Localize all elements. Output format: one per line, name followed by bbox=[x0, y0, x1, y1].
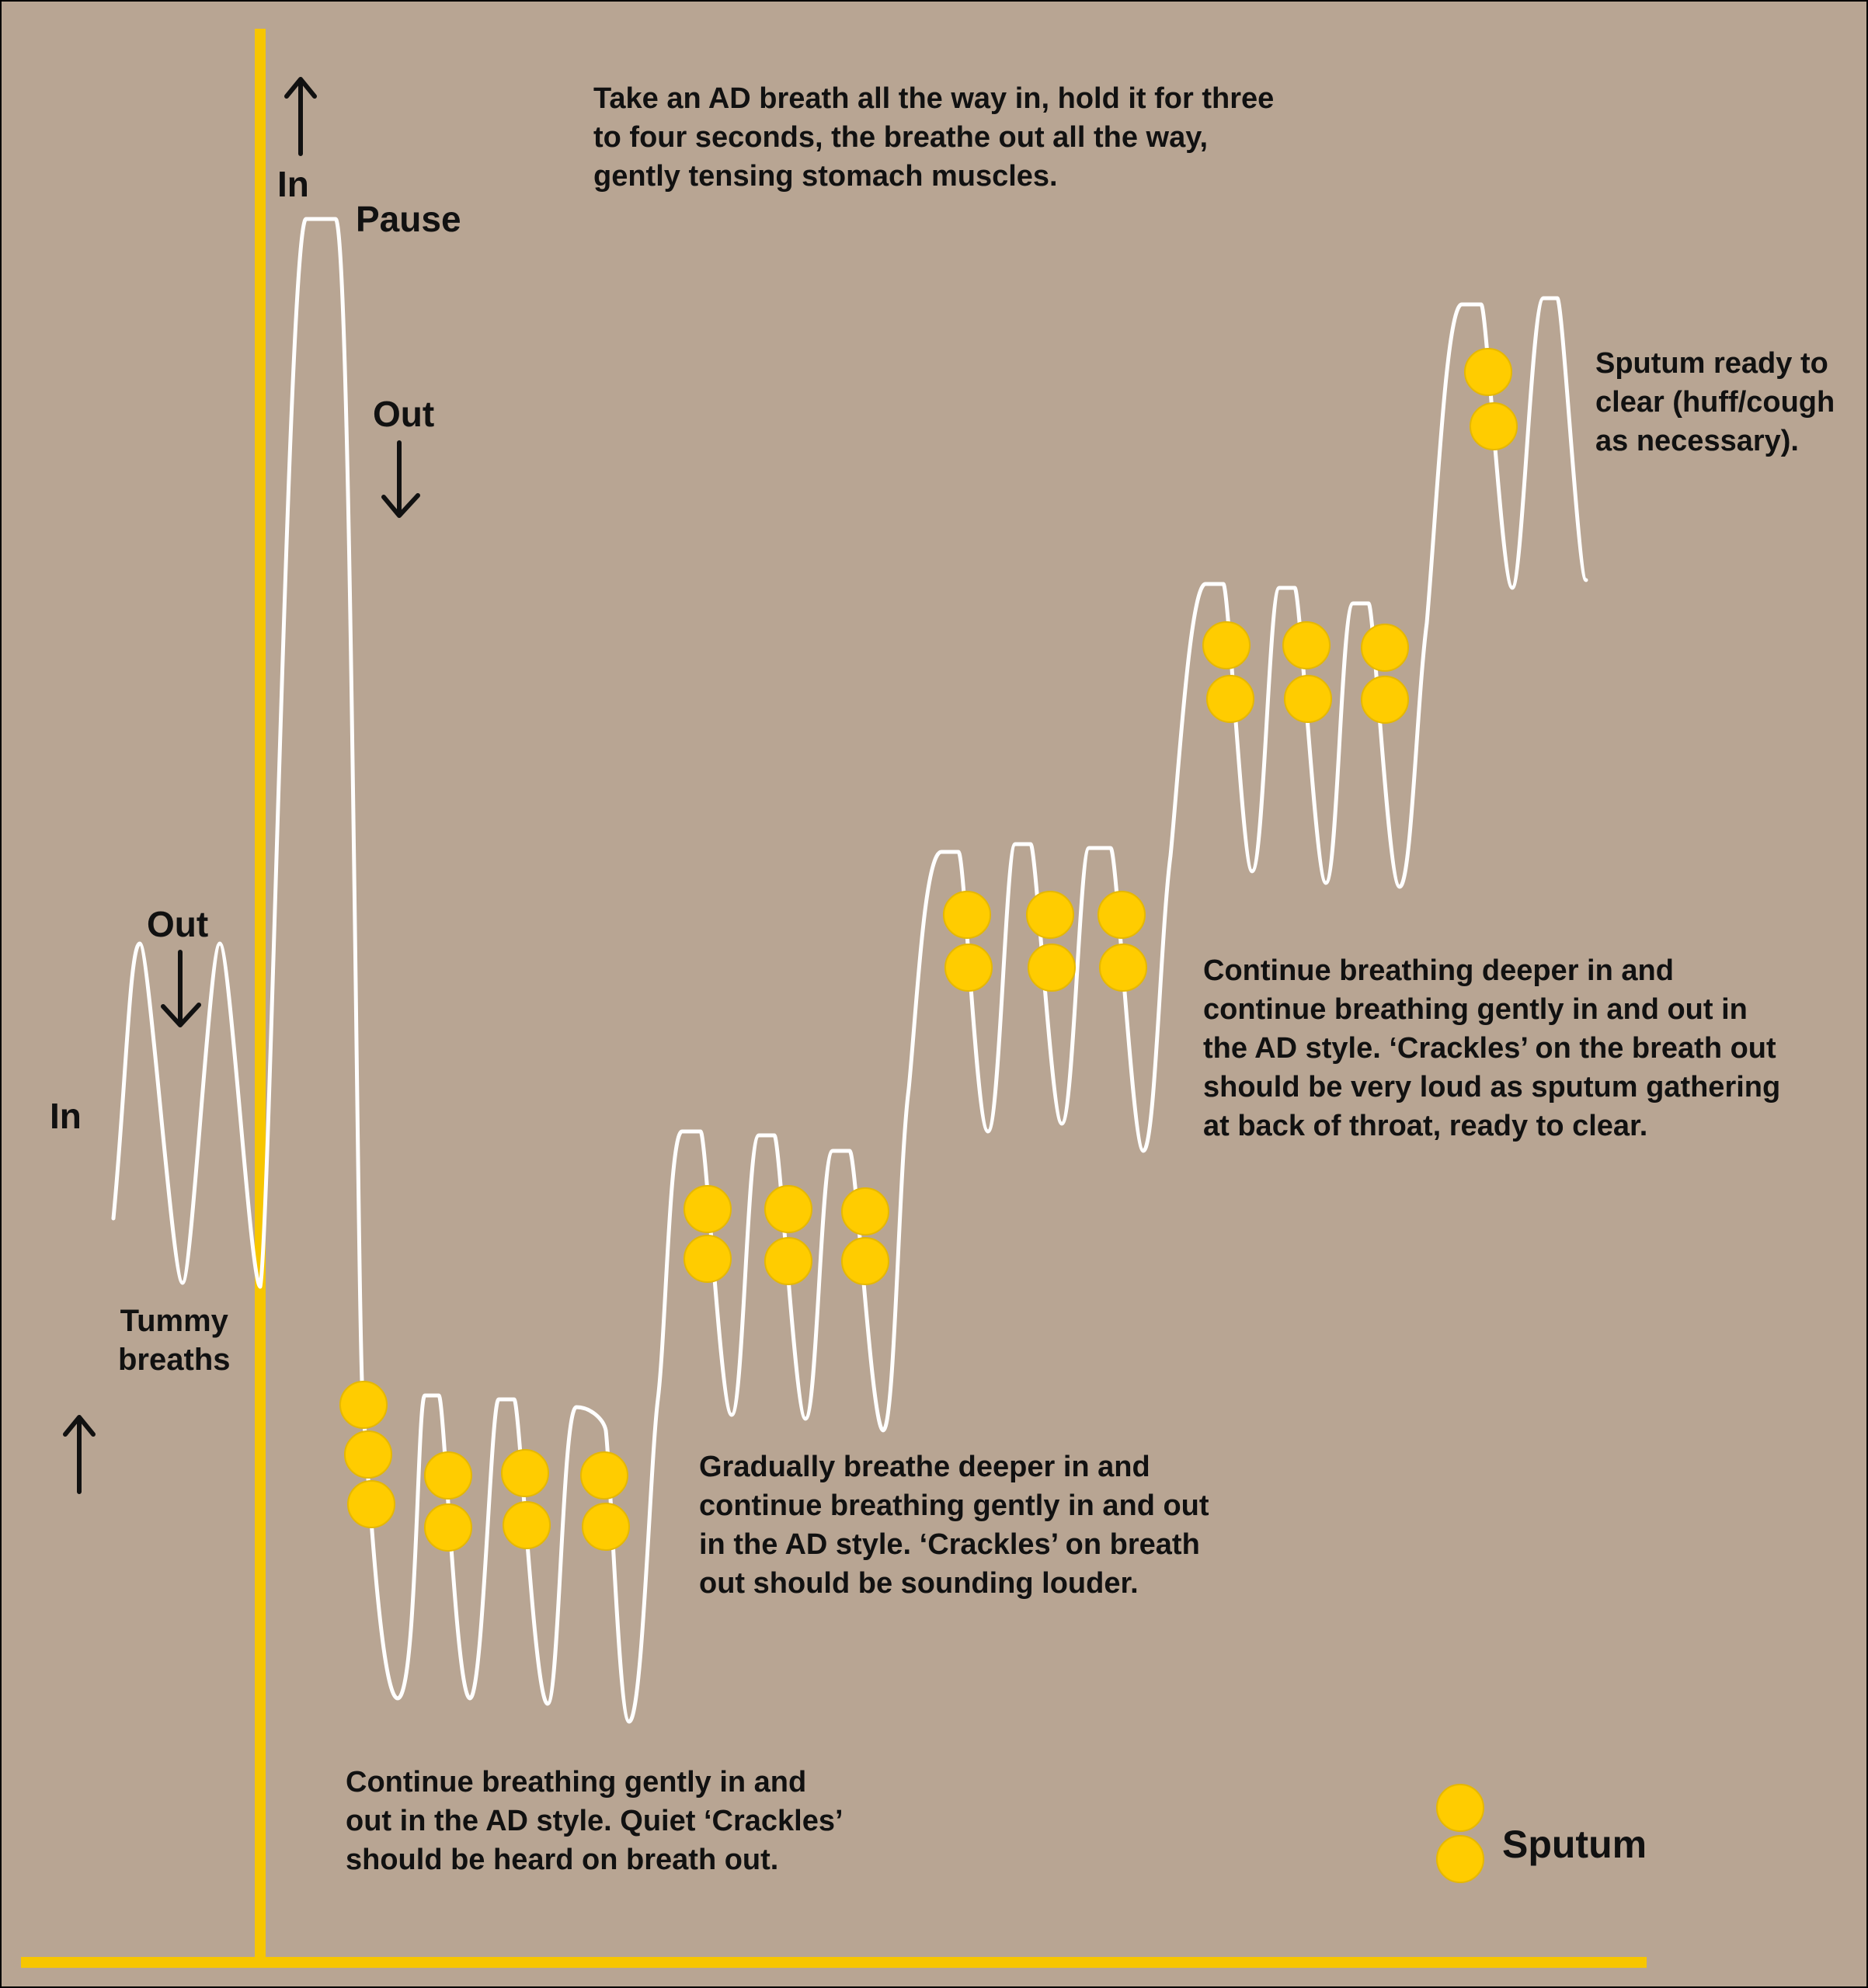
note-line: should be heard on breath out. bbox=[346, 1844, 779, 1876]
note-line: at back of throat, ready to clear. bbox=[1203, 1110, 1648, 1142]
sputum-icon bbox=[684, 1185, 732, 1233]
note-line: as necessary). bbox=[1595, 425, 1799, 457]
sputum-icon bbox=[344, 1430, 392, 1479]
note-line: out in the AD style. Quiet ‘Crackles’ bbox=[346, 1805, 844, 1837]
sputum-icon bbox=[1097, 891, 1146, 939]
sputum-icon bbox=[944, 944, 993, 992]
legend-sputum-label: Sputum bbox=[1502, 1823, 1647, 1866]
sputum-icon bbox=[684, 1235, 732, 1283]
sputum-icon bbox=[1470, 402, 1518, 450]
sputum-icon bbox=[1282, 621, 1331, 669]
legend-sputum-icon bbox=[1436, 1835, 1484, 1883]
sputum-icon bbox=[339, 1381, 388, 1429]
sputum-icon bbox=[1206, 675, 1254, 723]
sputum-icon bbox=[764, 1237, 812, 1285]
note-line: should be very loud as sputum gathering bbox=[1203, 1071, 1781, 1103]
pause-label: Pause bbox=[356, 199, 461, 239]
note-gradually: Gradually breathe deeper in and continue… bbox=[699, 1448, 1209, 1603]
sputum-icon bbox=[582, 1503, 630, 1551]
note-line: Take an AD breath all the way in, hold i… bbox=[593, 82, 1275, 115]
tummy-breaths-label: Tummy breaths bbox=[118, 1302, 231, 1379]
sputum-icon bbox=[347, 1480, 395, 1528]
out-label-right: Out bbox=[373, 394, 435, 434]
up-arrow-icon bbox=[63, 1415, 96, 1494]
tummy-breaths-line: breaths bbox=[118, 1343, 231, 1377]
down-arrow-icon bbox=[381, 440, 420, 518]
sputum-icon bbox=[1361, 624, 1409, 672]
note-line: in the AD style. ‘Crackles’ on breath bbox=[699, 1528, 1200, 1561]
note-line: continue breathing gently in and out in bbox=[1203, 993, 1748, 1026]
sputum-icon bbox=[503, 1501, 551, 1549]
tummy-breaths-line: Tummy bbox=[120, 1304, 228, 1338]
note-line: continue breathing gently in and out bbox=[699, 1489, 1209, 1522]
note-line: Continue breathing deeper in and bbox=[1203, 954, 1674, 987]
sputum-icon bbox=[1464, 348, 1512, 396]
sputum-icon bbox=[501, 1449, 549, 1497]
in-label-top: In bbox=[277, 164, 309, 204]
note-line: Continue breathing gently in and bbox=[346, 1766, 807, 1799]
sputum-icon bbox=[424, 1503, 472, 1552]
sputum-icon bbox=[1099, 944, 1147, 992]
sputum-icon bbox=[424, 1451, 472, 1500]
note-line: gently tensing stomach muscles. bbox=[593, 160, 1058, 193]
note-line: clear (huff/cough bbox=[1595, 386, 1835, 419]
note-ad-breath: Take an AD breath all the way in, hold i… bbox=[593, 79, 1274, 196]
note-line: Gradually breathe deeper in and bbox=[699, 1451, 1150, 1483]
sputum-icon bbox=[1028, 944, 1076, 992]
sputum-icon bbox=[1361, 676, 1409, 724]
legend-sputum-icon bbox=[1436, 1784, 1484, 1832]
sputum-icon bbox=[1202, 621, 1251, 669]
note-line: Sputum ready to bbox=[1595, 347, 1828, 380]
note-deeper-loud: Continue breathing deeper in and continu… bbox=[1203, 951, 1780, 1145]
note-line: to four seconds, the breathe out all the… bbox=[593, 121, 1209, 154]
in-label-left: In bbox=[50, 1096, 82, 1136]
note-line: out should be sounding louder. bbox=[699, 1567, 1139, 1600]
sputum-icon bbox=[764, 1185, 812, 1233]
sputum-icon bbox=[1284, 675, 1332, 723]
sputum-icon bbox=[841, 1237, 889, 1285]
sputum-icon bbox=[943, 891, 991, 939]
out-label-left: Out bbox=[147, 904, 209, 944]
note-sputum-ready: Sputum ready to clear (huff/cough as nec… bbox=[1595, 344, 1835, 461]
up-arrow-icon bbox=[284, 77, 317, 156]
note-line: the AD style. ‘Crackles’ on the breath o… bbox=[1203, 1032, 1776, 1065]
sputum-icon bbox=[841, 1187, 889, 1236]
note-quiet-crackles: Continue breathing gently in and out in … bbox=[346, 1763, 844, 1879]
down-arrow-icon bbox=[161, 950, 201, 1027]
sputum-icon bbox=[580, 1451, 628, 1500]
breathing-trace bbox=[111, 217, 1588, 1724]
sputum-icon bbox=[1026, 891, 1074, 939]
